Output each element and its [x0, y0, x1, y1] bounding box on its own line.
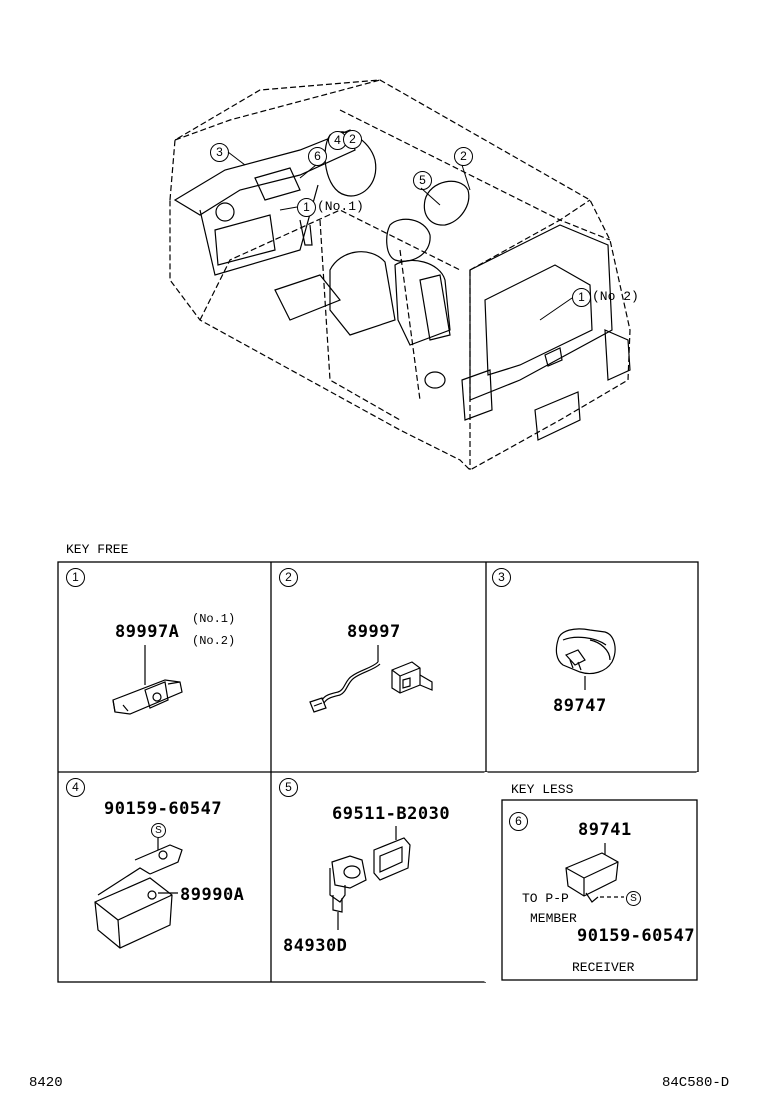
cell-6-part-bottom: 90159-60547 [577, 926, 696, 946]
footer-right-code: 84C580-D [662, 1075, 730, 1091]
callout-leaders [227, 151, 573, 321]
callout-1-no2: 1 [572, 288, 591, 307]
cell-3-part-number: 89747 [553, 696, 607, 716]
cell-6-number: 6 [509, 812, 528, 831]
callout-6: 6 [308, 147, 327, 166]
key-free-label: KEY FREE [66, 542, 129, 557]
callout-1-no1-note: (No.1) [317, 199, 364, 214]
cell-5-number: 5 [279, 778, 298, 797]
cell-5-part-top: 69511-B2030 [332, 804, 451, 824]
callout-2a: 2 [343, 130, 362, 149]
cell-2-number: 2 [279, 568, 298, 587]
callout-2b: 2 [454, 147, 473, 166]
callout-1-no2-note: (No 2) [592, 289, 639, 304]
callout-3: 3 [210, 143, 229, 162]
cell-1-number: 1 [66, 568, 85, 587]
cell-6-screw-symbol: S [626, 891, 641, 906]
cell-4-number: 4 [66, 778, 85, 797]
vehicle-solid-details [173, 129, 631, 441]
cell-4-screw-symbol: S [151, 823, 166, 838]
vehicle-illustration [169, 79, 631, 471]
cell-4-part-top: 90159-60547 [104, 799, 223, 819]
cell-1-note-1: (No.1) [192, 612, 236, 626]
cell-6-receiver-label: RECEIVER [572, 960, 635, 975]
cell-3-number: 3 [492, 568, 511, 587]
cell-4-part-side: 89990A [180, 885, 245, 905]
cell-1-part-number: 89997A [115, 622, 180, 642]
cell-6-part-top: 89741 [578, 820, 632, 840]
callout-1-no1: 1 [297, 198, 316, 217]
footer-left-code: 8420 [29, 1075, 63, 1091]
cell-6-member-label: MEMBER [530, 911, 577, 926]
cell-5-part-bottom: 84930D [283, 936, 348, 956]
key-less-label: KEY LESS [511, 782, 574, 797]
cell-2-part-number: 89997 [347, 622, 401, 642]
cell-6-to-label: TO P-P [522, 891, 569, 906]
cell-1-note-2: (No.2) [192, 634, 236, 648]
